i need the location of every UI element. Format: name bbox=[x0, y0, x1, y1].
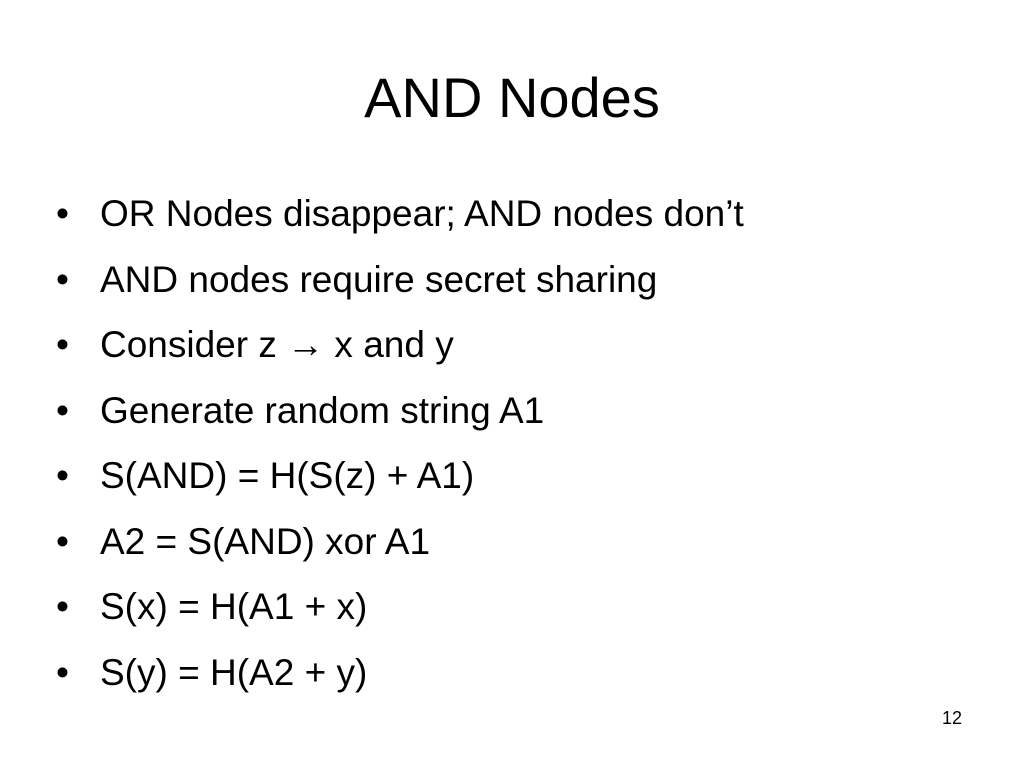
list-item: • Generate random string A1 bbox=[56, 383, 976, 449]
bullet-text: S(y) = H(A2 + y) bbox=[100, 651, 368, 693]
bullet-text: OR Nodes disappear; AND nodes don’t bbox=[100, 193, 744, 234]
bullet-icon: • bbox=[56, 258, 69, 300]
slide-number: 12 bbox=[941, 708, 962, 728]
bullet-text: S(AND) = H(S(z) + A1) bbox=[100, 455, 475, 496]
bullet-icon: • bbox=[56, 520, 69, 562]
bullet-text: AND nodes require secret sharing bbox=[100, 258, 658, 300]
list-item: • Consider z → x and y bbox=[56, 317, 976, 383]
bullet-icon: • bbox=[56, 389, 69, 431]
bullet-icon: • bbox=[56, 455, 69, 496]
list-item: • S(x) = H(A1 + x) bbox=[56, 579, 976, 645]
slide-title: AND Nodes bbox=[364, 66, 660, 129]
list-item: • AND nodes require secret sharing bbox=[56, 252, 976, 318]
list-item: • S(y) = H(A2 + y) bbox=[56, 645, 976, 711]
list-item: • OR Nodes disappear; AND nodes don’t bbox=[56, 186, 976, 252]
bullet-list: • OR Nodes disappear; AND nodes don’t • … bbox=[56, 186, 976, 710]
bullet-text: A2 = S(AND) xor A1 bbox=[100, 520, 431, 562]
bullet-text: S(x) = H(A1 + x) bbox=[100, 586, 368, 627]
list-item: • A2 = S(AND) xor A1 bbox=[56, 514, 976, 580]
list-item: • S(AND) = H(S(z) + A1) bbox=[56, 448, 976, 514]
bullet-icon: • bbox=[56, 651, 69, 693]
bullet-icon: • bbox=[56, 586, 69, 627]
bullet-text: Generate random string A1 bbox=[100, 389, 545, 431]
bullet-icon: • bbox=[56, 193, 69, 234]
bullet-icon: • bbox=[56, 324, 69, 365]
bullet-text: Consider z → x and y bbox=[100, 324, 454, 365]
